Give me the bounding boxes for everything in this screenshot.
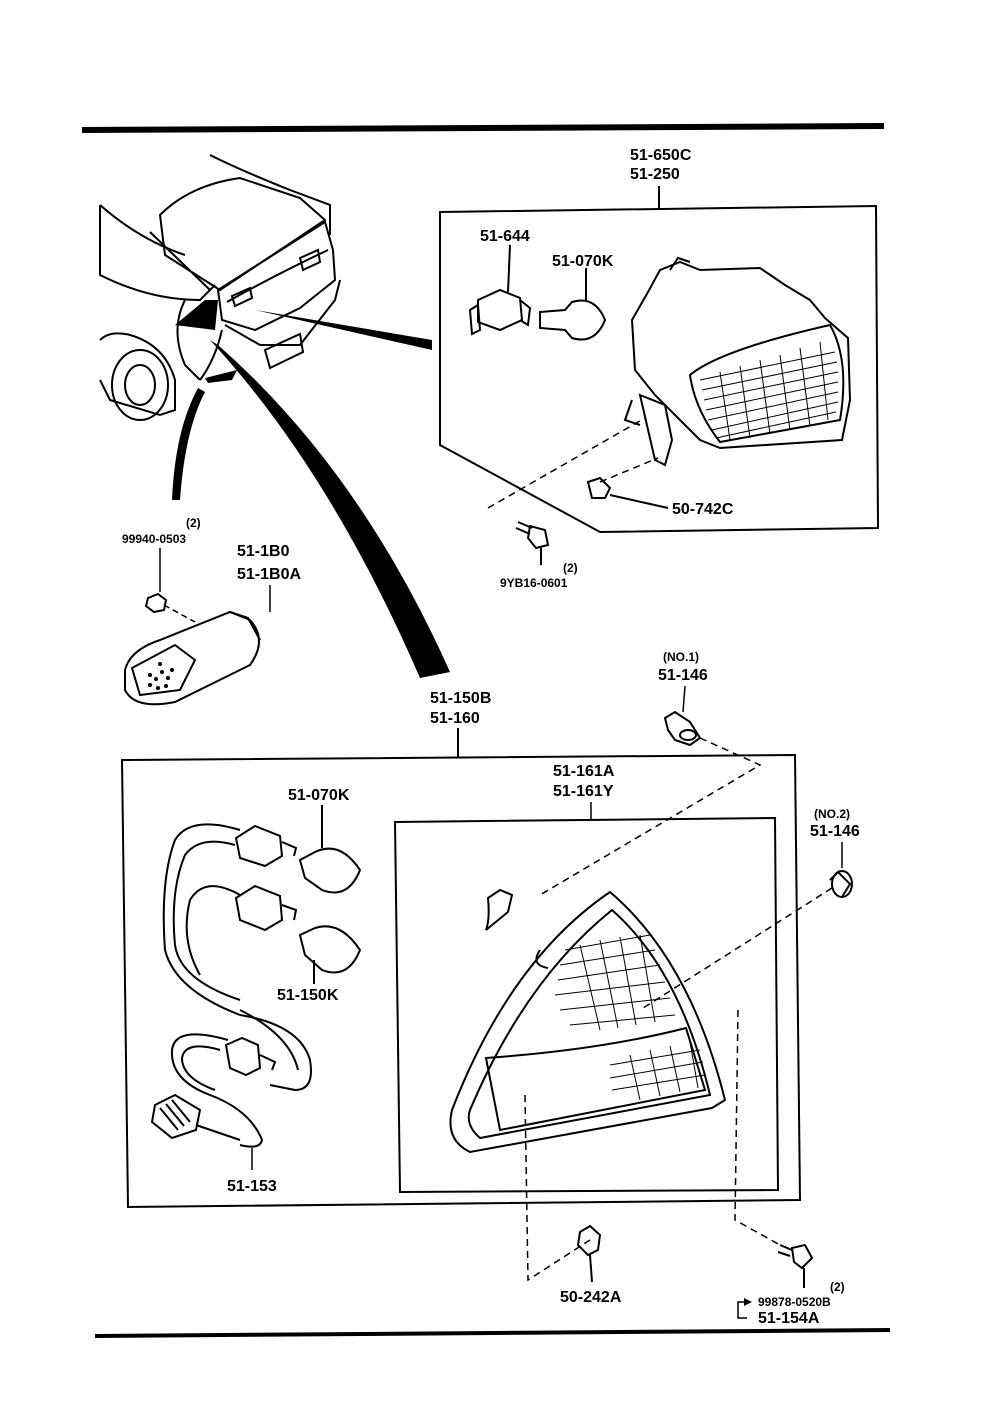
tail-wire-harness (162, 823, 312, 1148)
label-51-146-no1: 51-146 (658, 667, 708, 684)
grommet-icon (663, 710, 702, 747)
top-assembly-outline (439, 204, 880, 534)
rear-lamp-lens-grid (699, 341, 839, 441)
bottom-rule (94, 1328, 891, 1338)
top-rule (81, 123, 885, 133)
bolt-kit-bracket (737, 1301, 747, 1319)
nut-icon (144, 592, 168, 614)
tail-lamp-lens (449, 888, 727, 1154)
label-51-1B0: 51-1B0 (237, 543, 290, 560)
label-51-150B: 51-150B (430, 690, 491, 707)
tail-bulb-icon-a (298, 805, 362, 894)
connector-icon (150, 1093, 241, 1141)
label-51-1B0A: 51-1B0A (237, 566, 301, 583)
clip-icon (586, 476, 669, 509)
leader-tail-lamp (210, 340, 450, 678)
label-51-650C: 51-650C (630, 147, 692, 164)
label-nut-side-qty: (2) (186, 516, 201, 530)
label-51-250: 51-250 (630, 166, 680, 183)
label-51-160: 51-160 (430, 710, 480, 727)
grommet2-icon (829, 870, 853, 898)
label-grommet2-note: (NO.2) (814, 807, 850, 821)
bottom-bolt-icon (777, 1243, 814, 1288)
label-51-070K-top: 51-070K (552, 253, 614, 270)
label-bolt-top-qty: (2) (563, 561, 578, 575)
label-bolt-bottom-qty: (2) (830, 1280, 845, 1294)
car-side-marker-highlight (205, 370, 237, 383)
label-51-154A: 51-154A (758, 1310, 820, 1327)
tail-assembly-outline (120, 753, 802, 1209)
label-51-150K: 51-150K (277, 987, 339, 1004)
leader-top-lamp (255, 310, 432, 350)
tail-bulb-icon-b (298, 925, 362, 984)
car-tail-lamp-highlight (175, 300, 218, 330)
label-99878-0520B: 99878-0520B (758, 1295, 831, 1309)
label-9YB16-0601: 9YB16-0601 (500, 576, 568, 590)
leader-side-marker (172, 388, 205, 500)
dashed-guide-side (163, 604, 196, 623)
dashed-guide-grommet1 (539, 737, 762, 896)
label-51-146-no2: 51-146 (810, 823, 860, 840)
label-grommet1-note: (NO.1) (663, 650, 699, 664)
tail-socket-2 (234, 884, 298, 932)
side-marker-lens-dots (148, 662, 174, 690)
side-marker-lamp (124, 610, 261, 706)
dashed-guide-top (487, 417, 659, 509)
label-50-742C: 50-742C (672, 501, 734, 518)
bolt-icon (515, 521, 550, 565)
label-51-153: 51-153 (227, 1178, 277, 1195)
screw-icon (576, 1224, 602, 1283)
label-99940-0503: 99940-0503 (122, 532, 186, 546)
label-50-242A: 50-242A (560, 1289, 622, 1306)
dashed-guide-lens-bottom (524, 1009, 781, 1282)
label-51-070K-tail: 51-070K (288, 787, 350, 804)
tail-socket-1 (234, 824, 298, 868)
label-51-644: 51-644 (480, 228, 530, 245)
rear-lamp-housing (623, 256, 852, 467)
dashed-guide-grommet2 (639, 887, 833, 1011)
tail-lamp-lens-grid (554, 934, 706, 1101)
socket-icon (468, 244, 532, 336)
lens-box-outline (393, 816, 780, 1194)
tail-socket-3 (224, 1036, 277, 1077)
label-51-161Y: 51-161Y (553, 783, 614, 800)
car-rear-illustration (99, 154, 341, 421)
grommet1-leader (682, 685, 686, 713)
label-51-161A: 51-161A (553, 763, 615, 780)
bulb-icon (539, 268, 607, 341)
bolt-kit-arrow (744, 1298, 752, 1306)
